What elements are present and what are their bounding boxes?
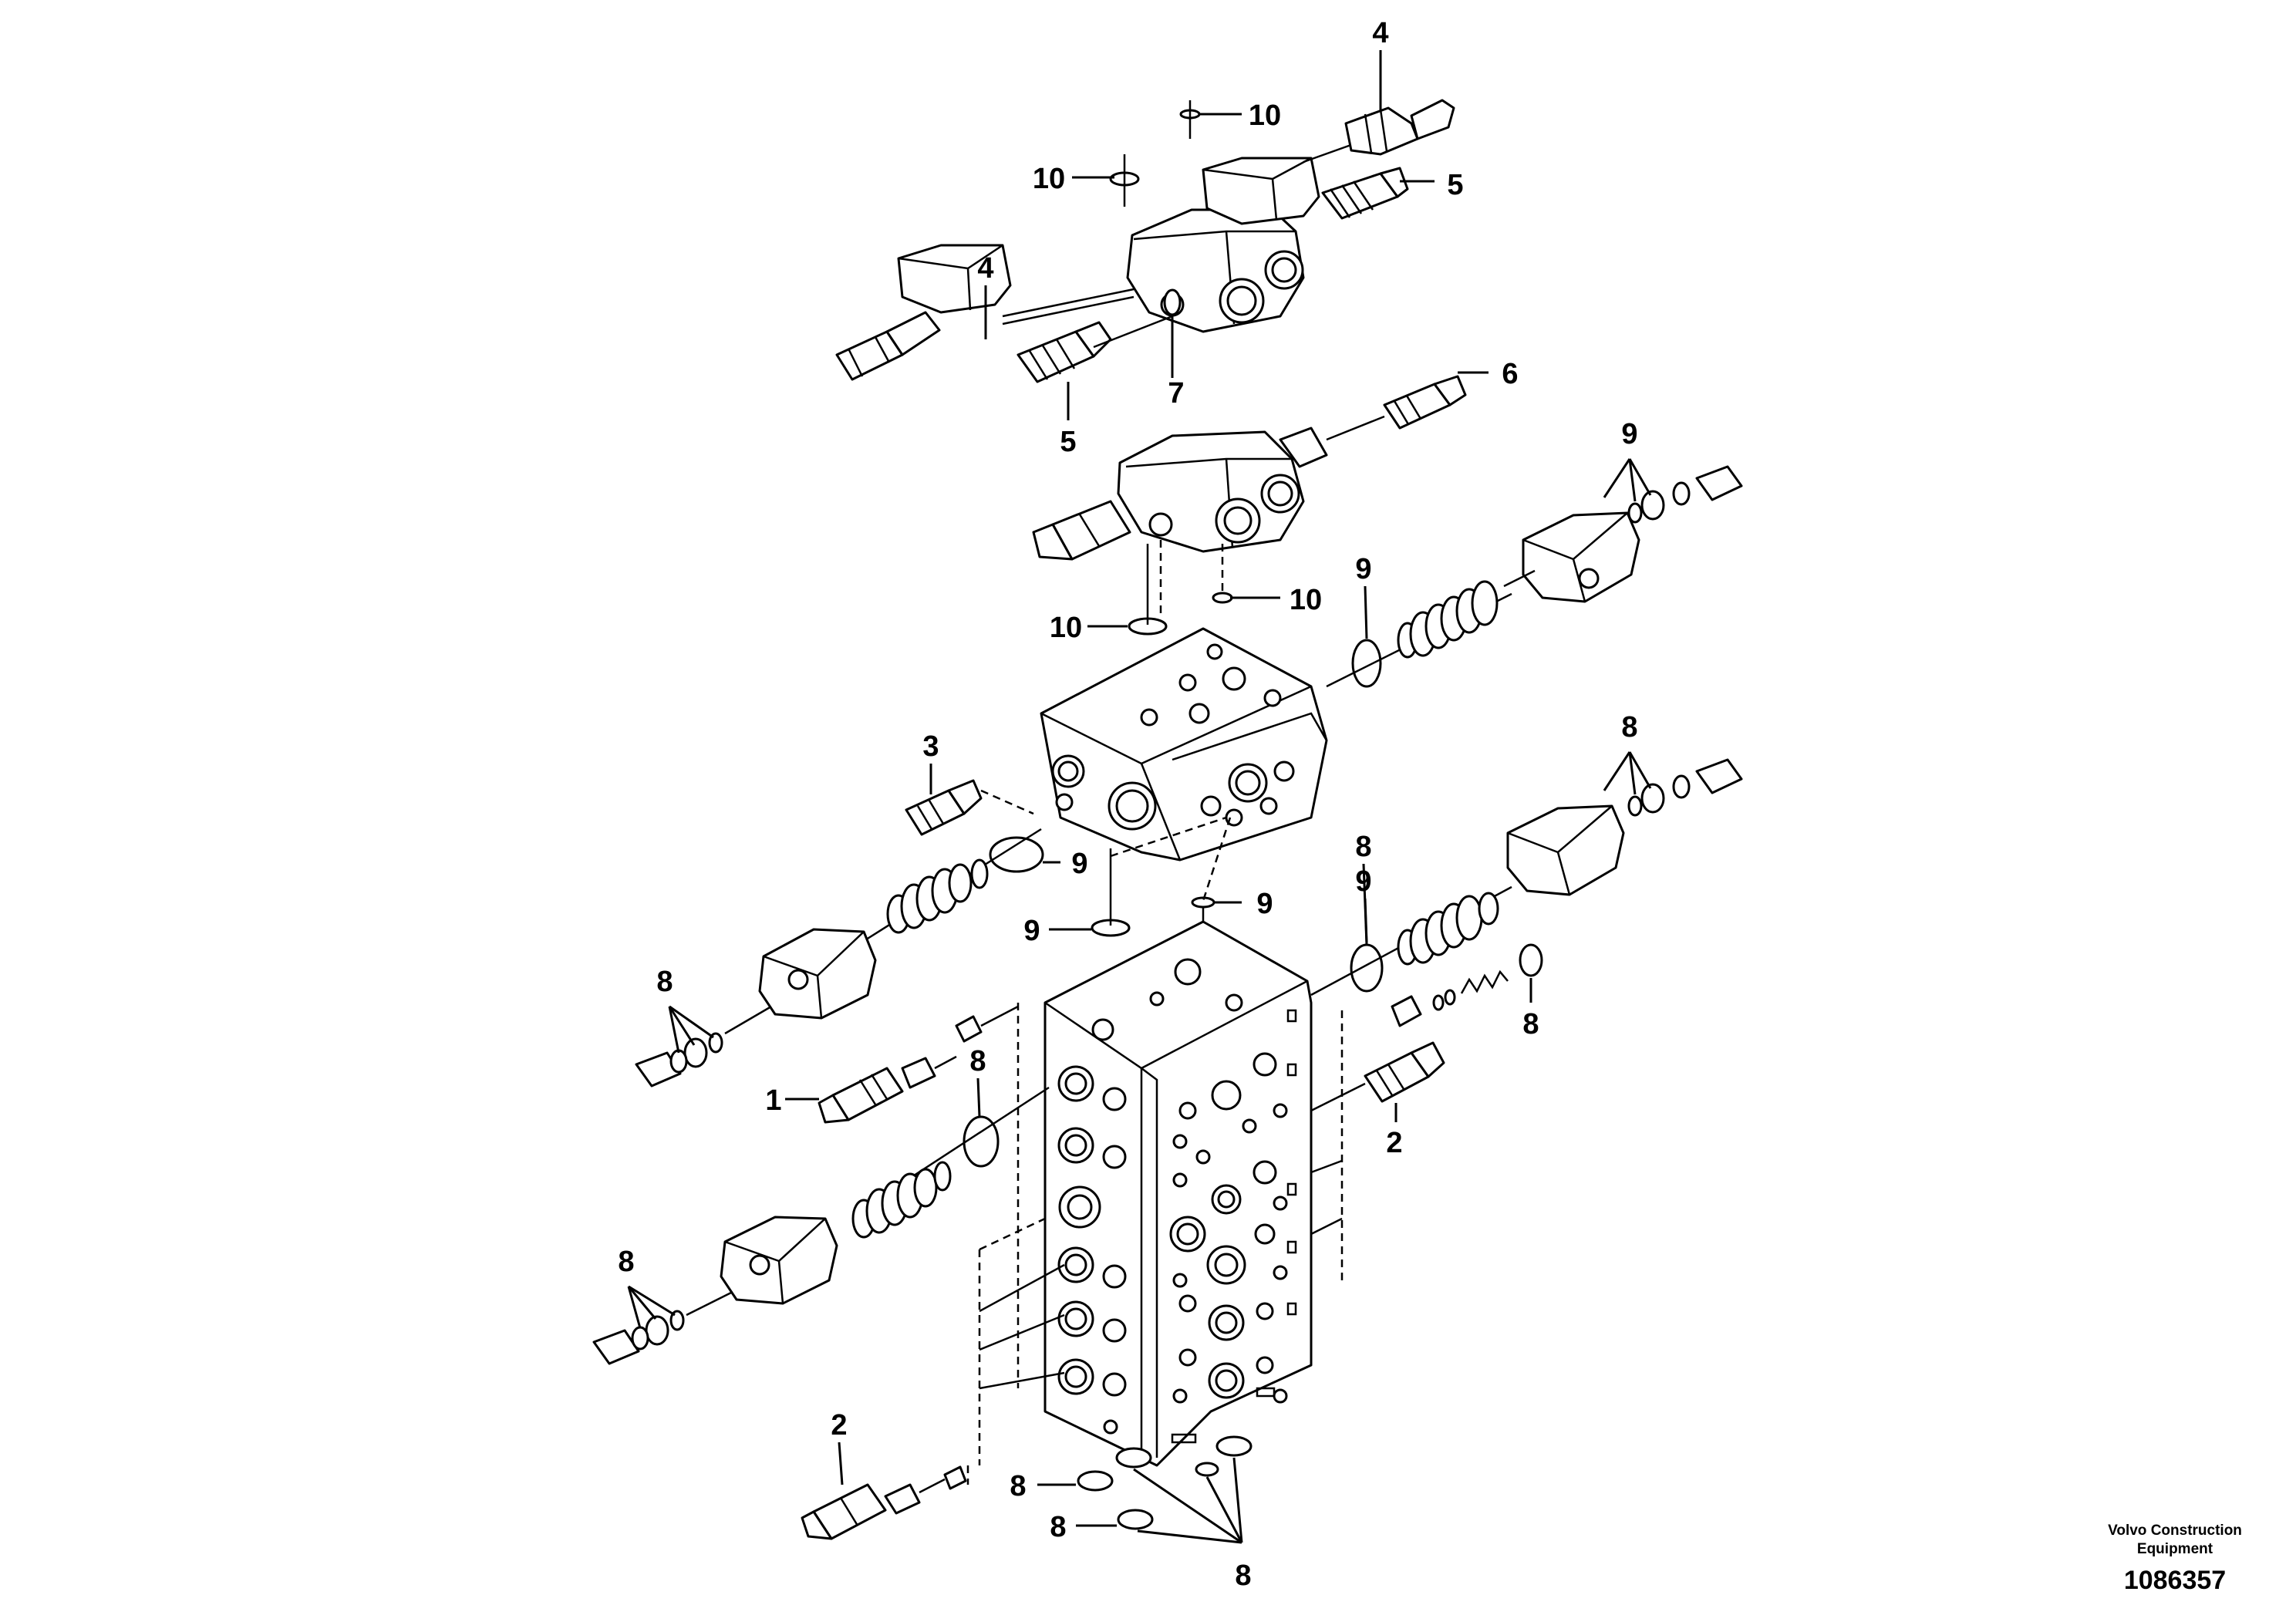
relief-valve-1 [818,1055,957,1124]
callout-labels: 4 10 10 5 4 5 7 6 9 10 10 9 3 9 9 9 [618,17,1652,1592]
callout-6: 7 [1168,377,1184,410]
o-ring-8-right-b [1519,943,1543,977]
callout-27: 8 [1235,1560,1251,1592]
callout-10: 10 [1050,612,1082,644]
o-ring-8-bottom-d [1195,1462,1219,1477]
pressure-sensor-2-lower [801,1465,967,1540]
o-ring-9-mid-right [1351,639,1382,688]
callout-0: 4 [1372,17,1388,49]
callout-11: 9 [1355,553,1371,585]
callout-9: 10 [1290,584,1322,616]
cap-mid-left [724,928,877,1035]
second-valve-assembly [1032,415,1385,561]
callout-13: 9 [1071,848,1087,880]
end-plug-9-mid-left [635,1032,723,1088]
o-ring-9-mid-left [989,836,1044,873]
callout-19: 8 [1522,1008,1539,1040]
lower-valve-block [1043,920,1313,1467]
solenoid-4-lower [835,311,941,381]
end-plug-8-lower-left [592,1310,685,1365]
callout-23: 8 [618,1246,634,1278]
callout-4: 4 [977,252,993,285]
credit-line-2: Equipment [2137,1541,2213,1557]
cap-lower-right [1506,804,1625,896]
solenoid-4-upper [1344,99,1455,156]
end-plug-8-lower-right [1627,758,1743,817]
callout-28: 8 [1355,831,1371,863]
o-ring-8-bottom-c [1117,1509,1154,1530]
top-valve-assembly [897,141,1358,333]
callout-1: 10 [1249,99,1281,132]
callout-3: 5 [1447,169,1463,201]
credit-line-1: Volvo Construction [2108,1523,2242,1539]
spring-mid-left [886,858,989,934]
callout-15: 9 [1256,888,1273,920]
cap-lower-left [686,1216,838,1317]
cap-mid-right [1503,511,1640,603]
o-ring-10-d [1212,592,1233,604]
callout-12: 3 [922,730,939,763]
callout-26: 8 [1050,1511,1066,1543]
callout-16: 8 [656,966,673,998]
pressure-sensor-6 [1383,375,1467,430]
middle-valve-block [1040,627,1328,862]
callout-8: 9 [1621,418,1637,450]
pressure-sensor-5-lower [1017,321,1112,383]
spring-mid-right [1397,580,1499,659]
o-ring-8-bottom-b [1115,1447,1152,1469]
callout-14: 9 [1023,915,1040,947]
check-valve-right [1391,943,1543,1027]
spring-lower-right [1397,892,1499,966]
callout-17: 8 [1621,711,1637,744]
callout-24: 2 [831,1409,847,1442]
callout-22: 8 [969,1045,986,1077]
document-number: 1086357 [2124,1566,2226,1595]
o-ring-8-bottom-a [1077,1470,1114,1492]
spring-lower-left [851,1161,952,1239]
callout-21: 2 [1386,1127,1402,1159]
callout-5: 5 [1060,426,1076,458]
callout-7: 6 [1502,358,1518,390]
end-plug-9-mid-right [1627,465,1743,524]
o-ring-8-bottom-e [1215,1435,1253,1457]
callout-2: 10 [1033,163,1065,195]
pressure-sensor-2-upper [1310,1041,1445,1112]
o-ring-8-left-a [963,1115,1000,1168]
relief-valve-3 [905,779,1034,836]
o-ring-8-right-a [1350,943,1384,993]
callout-25: 8 [1010,1470,1026,1502]
o-ring-7 [1163,288,1182,316]
pressure-sensor-5-upper [1321,167,1409,220]
plug-stem-upper-left [955,1005,1019,1043]
callout-20: 1 [765,1084,781,1117]
